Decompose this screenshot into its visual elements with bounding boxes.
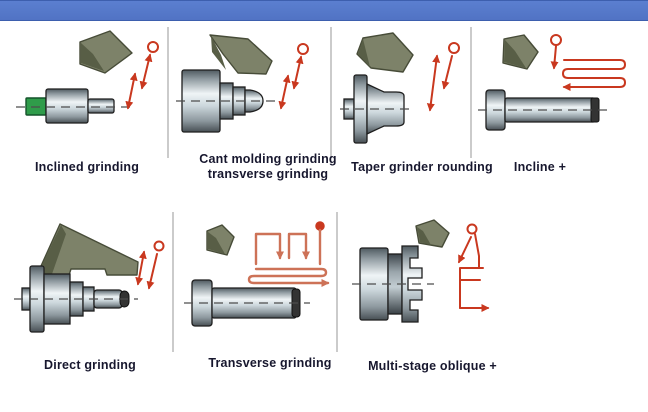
grinding-wheel-icon bbox=[415, 219, 450, 248]
panel-divider bbox=[336, 212, 338, 352]
panel-label-cant-molding: Cant molding grinding transverse grindin… bbox=[192, 152, 344, 182]
panel-label-multi-stage-oblique: Multi-stage oblique + bbox=[368, 359, 497, 373]
workpiece-multi-step-chuck-icon bbox=[352, 245, 434, 323]
panel-label-incline-plus: Incline + bbox=[513, 160, 567, 174]
panel-divider bbox=[330, 27, 332, 158]
grinding-wheel-icon bbox=[502, 34, 539, 70]
incline-feed-arrows-icon bbox=[135, 240, 165, 290]
panel-transverse-grinding bbox=[180, 212, 346, 357]
panel-multi-stage-oblique bbox=[350, 212, 500, 357]
panel-direct-grinding bbox=[8, 212, 172, 357]
workpiece-stepped-shaft-icon bbox=[14, 265, 138, 333]
grinding-wheel-icon bbox=[356, 32, 414, 73]
workpiece-chuck-icon bbox=[176, 69, 276, 133]
incline-feed-arrows-icon bbox=[426, 42, 460, 112]
incline-feed-arrows-icon bbox=[278, 43, 309, 110]
workpiece-bolt-icon bbox=[478, 89, 612, 131]
square-wave-feed-path-icon bbox=[247, 221, 330, 287]
panel-label-transverse-grinding: Transverse grinding bbox=[208, 356, 332, 370]
panel-label-inclined-grinding: Inclined grinding bbox=[34, 160, 140, 174]
panel-label-line2: transverse grinding bbox=[207, 167, 329, 181]
grinding-wheel-long-icon bbox=[40, 223, 139, 276]
serpentine-feed-path-icon bbox=[550, 34, 626, 91]
grinding-wheel-icon bbox=[206, 224, 235, 256]
panel-divider bbox=[172, 212, 174, 352]
panel-label-direct-grinding: Direct grinding bbox=[44, 358, 136, 372]
grinding-wheel-icon bbox=[79, 30, 133, 74]
workpiece-flange-icon bbox=[340, 74, 412, 144]
panel-cant-molding-grinding bbox=[170, 26, 330, 163]
grinding-wheel-icon bbox=[209, 34, 273, 75]
stepped-feed-path-icon bbox=[458, 223, 490, 312]
panel-label-line1: Cant molding grinding bbox=[199, 152, 337, 166]
workpiece-shaft-icon bbox=[16, 88, 134, 124]
panel-incline-plus bbox=[474, 26, 646, 163]
panel-label-taper-grinder-rounding: Taper grinder rounding bbox=[351, 160, 493, 174]
workpiece-bolt-icon bbox=[184, 279, 310, 327]
panel-divider bbox=[470, 27, 472, 158]
panel-taper-grinder-rounding bbox=[340, 26, 470, 163]
incline-feed-arrows-icon bbox=[125, 41, 159, 110]
panel-divider bbox=[167, 27, 169, 158]
panel-inclined-grinding bbox=[10, 26, 167, 163]
header-bar-middle bbox=[0, 0, 648, 21]
